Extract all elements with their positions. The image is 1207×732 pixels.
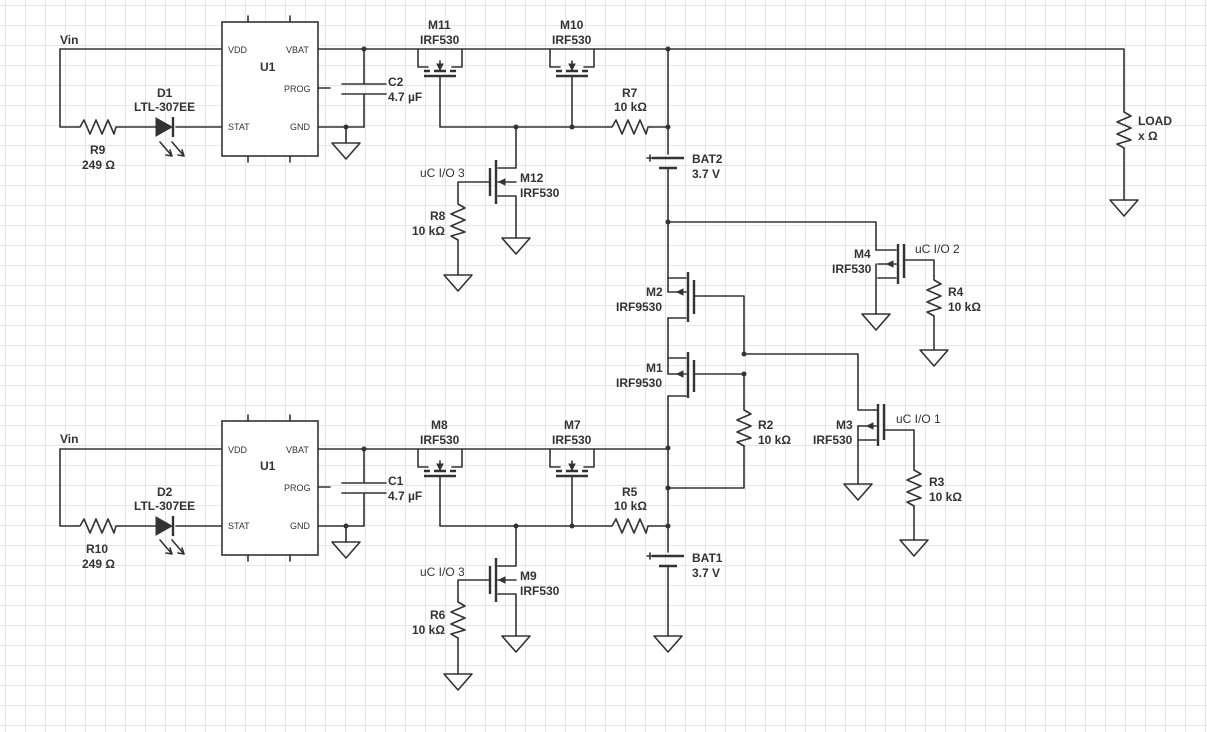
- m1-ref: M1: [646, 361, 663, 375]
- bat1-ref: BAT1: [692, 551, 723, 565]
- m9-ref: M9: [520, 569, 537, 583]
- ic-bottom-pin-gnd: GND: [290, 521, 311, 531]
- ic-top-name: U1: [260, 60, 276, 74]
- r7-value: 10 kΩ: [614, 100, 647, 114]
- d2-ref: D2: [157, 485, 173, 499]
- m7-ref: M7: [564, 418, 581, 432]
- m8-ref: M8: [431, 418, 448, 432]
- mosfet-m9: [450, 525, 517, 675]
- r7-ref: R7: [622, 86, 638, 100]
- ic-bottom-name: U1: [260, 459, 276, 473]
- m1-value: IRF9530: [616, 376, 662, 390]
- m2-value: IRF9530: [616, 300, 662, 314]
- ic-top-pin-gnd: GND: [290, 122, 311, 132]
- c1-ref: C1: [388, 474, 404, 488]
- r9-value: 249 Ω: [82, 158, 115, 172]
- ic-top-pin-vbat: VBAT: [286, 45, 309, 55]
- c2-ref: C2: [388, 75, 404, 89]
- mosfet-m12: [450, 126, 517, 276]
- r4-value: 10 kΩ: [948, 300, 981, 314]
- m12-value: IRF530: [520, 186, 560, 200]
- m12-ref: M12: [520, 171, 544, 185]
- mosfet-m4: [875, 244, 942, 351]
- uc-io2-label: uC I/O 2: [915, 242, 960, 256]
- m2-ref: M2: [646, 285, 663, 299]
- ic-top-pin-prog: PROG: [284, 84, 311, 94]
- ic-bottom-pin-prog: PROG: [284, 483, 311, 493]
- m3-value: IRF530: [813, 433, 853, 447]
- r6-value: 10 kΩ: [412, 623, 445, 637]
- m7-value: IRF530: [552, 433, 592, 447]
- mosfet-m2: [667, 272, 745, 359]
- ic-top-pin-stat: STAT: [228, 122, 250, 132]
- ic-bottom-pin-stat: STAT: [228, 521, 250, 531]
- ic-bottom-pin-vbat: VBAT: [286, 445, 309, 455]
- m4-ref: M4: [854, 247, 871, 261]
- led-d2: [155, 516, 185, 555]
- r6-ref: R6: [430, 608, 446, 622]
- r10-value: 249 Ω: [82, 557, 115, 571]
- vin-label-top: Vin: [60, 33, 78, 47]
- vin-label-bottom: Vin: [60, 432, 78, 446]
- r8-value: 10 kΩ: [412, 224, 445, 238]
- ic-u1-top: [221, 21, 319, 157]
- d2-value: LTL-307EE: [134, 499, 195, 513]
- m9-value: IRF530: [520, 584, 560, 598]
- r5-value: 10 kΩ: [614, 499, 647, 513]
- load-value: x Ω: [1138, 129, 1158, 143]
- bat2-value: 3.7 V: [692, 167, 720, 181]
- d1-ref: D1: [157, 86, 173, 100]
- led-d1: [155, 117, 185, 157]
- bat2-ref: BAT2: [692, 152, 723, 166]
- m11-value: IRF530: [420, 33, 460, 47]
- uc-io1-label: uC I/O 1: [896, 412, 941, 426]
- r8-ref: R8: [430, 209, 446, 223]
- c1-value: 4.7 µF: [388, 489, 422, 503]
- mosfet-m3: [857, 404, 922, 541]
- r3-ref: R3: [929, 475, 945, 489]
- m3-ref: M3: [836, 418, 853, 432]
- bottom-charger: [59, 414, 671, 691]
- bat1-value: 3.7 V: [692, 566, 720, 580]
- mosfet-m1: [667, 352, 745, 449]
- top-charger: [59, 15, 1139, 292]
- r2-ref: R2: [758, 418, 774, 432]
- r9-ref: R9: [90, 143, 106, 157]
- uc-io3-label-top: uC I/O 3: [420, 166, 465, 180]
- r2-value: 10 kΩ: [758, 433, 791, 447]
- ic-bottom-pin-vdd: VDD: [228, 445, 248, 455]
- m8-value: IRF530: [420, 433, 460, 447]
- ic-u1-bottom: [221, 420, 319, 556]
- ic-top-pin-vdd: VDD: [228, 45, 248, 55]
- m10-value: IRF530: [552, 33, 592, 47]
- c2-value: 4.7 µF: [388, 90, 422, 104]
- r10-ref: R10: [86, 542, 108, 556]
- d1-value: LTL-307EE: [134, 100, 195, 114]
- r4-ref: R4: [948, 285, 964, 299]
- load-ref: LOAD: [1138, 114, 1172, 128]
- r5-ref: R5: [622, 485, 638, 499]
- m4-value: IRF530: [832, 262, 872, 276]
- m11-ref: M11: [428, 18, 451, 32]
- battery-stack: [646, 48, 877, 653]
- r3-value: 10 kΩ: [929, 490, 962, 504]
- m10-ref: M10: [560, 18, 584, 32]
- uc-io3-label-bottom: uC I/O 3: [420, 565, 465, 579]
